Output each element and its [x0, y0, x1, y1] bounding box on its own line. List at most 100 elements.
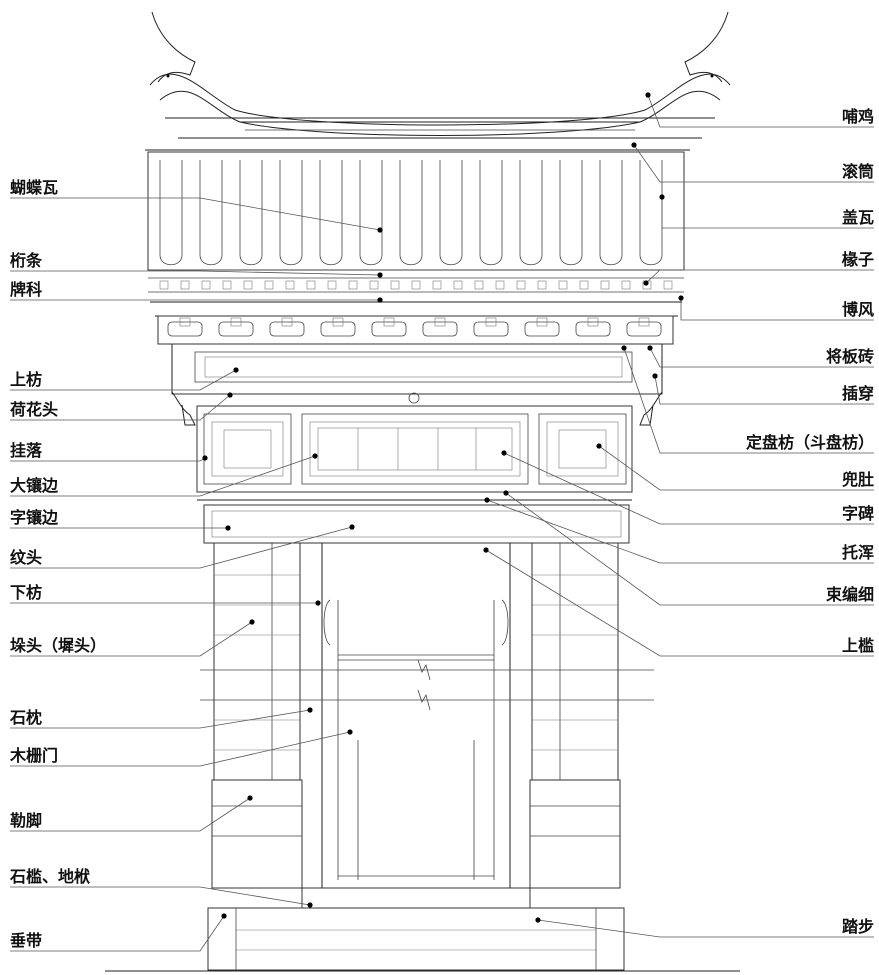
leader: [643, 269, 874, 286]
tile-column: [279, 160, 303, 266]
rafter-end: [432, 280, 442, 290]
tile-column: [239, 160, 263, 266]
lower-beam: [203, 504, 630, 544]
base: [105, 779, 740, 972]
left-labels: 蝴蝶瓦 桁条 牌科 上枋 荷花头 挂落 大镶边 字镶边 纹头 下枋 垛头（墀头）…: [9, 178, 106, 950]
leader: [10, 453, 318, 497]
rafter-end: [222, 280, 232, 290]
leader-dot: [647, 345, 653, 351]
rafter-end: [159, 280, 169, 290]
leader: [10, 795, 253, 832]
leader-dot: [307, 902, 313, 908]
leader-dot: [535, 917, 541, 923]
door-opening: [299, 542, 533, 889]
leader: [10, 886, 313, 908]
roof-ridge: [145, 73, 731, 151]
label-lotus-head: 荷花头: [10, 400, 58, 419]
rafter-end: [558, 280, 568, 290]
label-steps: 踏步: [842, 917, 874, 936]
tile-column: [519, 160, 543, 266]
bracket-unit: [524, 321, 560, 337]
leader: [659, 194, 874, 229]
leader-dot: [227, 392, 233, 398]
rafter-end: [264, 280, 274, 290]
leader-dot: [659, 194, 665, 200]
leader: [483, 547, 874, 657]
rafter-end: [537, 280, 547, 290]
leader-dot: [643, 280, 649, 286]
bracket-unit: [167, 321, 203, 337]
bracket-cap: [485, 317, 497, 327]
leader-dot: [233, 367, 239, 373]
leader: [501, 450, 874, 525]
label-upper-sill: 上槛: [842, 636, 874, 655]
bracket-cap: [179, 317, 191, 327]
rafter-end: [474, 280, 484, 290]
rafter-end: [411, 280, 421, 290]
bracket-unit: [422, 321, 458, 337]
rafter-end: [453, 280, 463, 290]
leader-dot: [349, 524, 355, 530]
label-hanging-fret: 挂落: [10, 441, 43, 460]
label-plinth: 勒脚: [10, 811, 42, 830]
label-thin-band: 束编细: [826, 585, 874, 604]
leader: [10, 367, 239, 391]
leader-dot: [652, 373, 658, 379]
leader-dot: [377, 297, 383, 303]
leader-dot: [484, 497, 490, 503]
tile-column: [199, 160, 223, 266]
label-cover-tile: 盖瓦: [842, 208, 874, 227]
bracket-unit: [371, 321, 407, 337]
leader: [652, 373, 874, 405]
leader: [10, 297, 383, 303]
ridge-birds: [151, 11, 729, 83]
label-upper-beam: 上枋: [10, 370, 42, 389]
rafter-end: [600, 280, 610, 290]
panel-section: [196, 405, 633, 501]
leader-dot: [503, 490, 509, 496]
leader-dot: [347, 729, 353, 735]
label-butterfly-tile: 蝴蝶瓦: [10, 178, 58, 197]
leader: [631, 142, 874, 183]
leader-dot: [221, 913, 227, 919]
leader-dot: [621, 345, 627, 351]
leader-dot: [645, 92, 651, 98]
leader: [647, 345, 874, 368]
tile-column: [559, 160, 583, 266]
label-wooden-gate: 木栅门: [9, 746, 58, 765]
leader: [10, 619, 255, 657]
label-ridge-chicken: 哺鸡: [842, 107, 874, 126]
leader: [621, 345, 874, 454]
label-roller-ridge: 滚筒: [842, 162, 874, 181]
leader-dot: [678, 295, 684, 301]
tile-column: [399, 160, 423, 266]
label-rafter: 椽子: [841, 250, 874, 269]
leader: [10, 600, 321, 606]
bracket-cap: [230, 317, 242, 327]
bracket-unit: [473, 321, 509, 337]
rafter-end: [495, 280, 505, 290]
rafter-end: [243, 280, 253, 290]
bracket-cap: [638, 317, 650, 327]
leader-dot: [501, 450, 507, 456]
label-inscription-border: 字镶边: [10, 508, 59, 527]
rafter-end: [516, 280, 526, 290]
label-plate-beam: 定盘枋（斗盘枋）: [745, 433, 874, 452]
rafter-end: [621, 280, 631, 290]
tile-column: [439, 160, 463, 266]
tile-roof: [147, 151, 685, 317]
leader-dot: [249, 619, 255, 625]
rafter-end: [285, 280, 295, 290]
tile-column: [319, 160, 343, 266]
tile-column: [479, 160, 503, 266]
break-lines: [200, 659, 654, 711]
right-labels: 哺鸡 滚筒 盖瓦 椽子 博风 将板砖 插穿 定盘枋（斗盘枋） 兜肚 字碑 托浑 …: [745, 107, 874, 936]
leader: [10, 455, 208, 462]
bracket-band: [157, 315, 674, 345]
left-pier: [213, 542, 301, 781]
leader: [10, 270, 383, 278]
leader-lines: [10, 92, 874, 952]
label-rounded-molding: 托浑: [842, 543, 874, 562]
leader-dot: [377, 227, 383, 233]
